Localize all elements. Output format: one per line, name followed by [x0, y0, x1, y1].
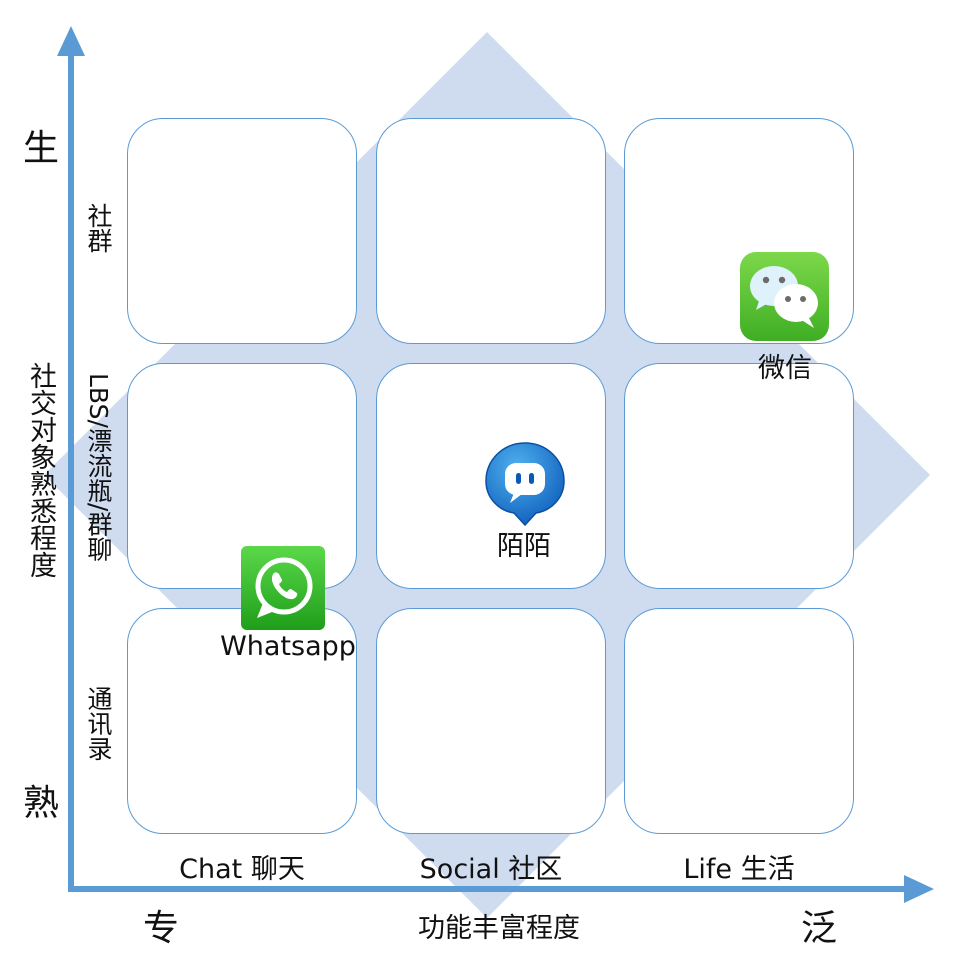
x-axis-title: 功能丰富程度 [418, 913, 580, 944]
cell-row2-col3 [624, 363, 854, 589]
row-label-contacts: 通讯录 [84, 686, 113, 761]
cell-row1-col2 [376, 118, 606, 344]
y-axis-arrow [57, 26, 85, 56]
column-label-chat: Chat 聊天 [179, 854, 305, 885]
wechat-label: 微信 [758, 353, 812, 384]
column-label-life: Life 生活 [683, 854, 795, 885]
column-label-social: Social 社区 [419, 854, 563, 885]
y-axis-title: 社交对象熟悉程度 [25, 362, 56, 578]
y-axis-bottom-label: 熟 [23, 783, 60, 824]
wechat-icon [740, 252, 829, 341]
cell-row3-col3 [624, 608, 854, 834]
whatsapp-label: Whatsapp [220, 631, 356, 662]
y-axis-top-label: 生 [23, 128, 60, 169]
whatsapp-icon [241, 546, 325, 630]
x-axis-left-label: 专 [143, 908, 180, 949]
momo-icon [485, 442, 565, 527]
momo-label: 陌陌 [497, 531, 551, 562]
x-axis-arrow [904, 875, 934, 903]
row-label-community: 社群 [84, 203, 113, 253]
cell-row3-col2 [376, 608, 606, 834]
cell-row1-col1 [127, 118, 357, 344]
x-axis-right-label: 泛 [801, 908, 838, 949]
row-label-lbs: LBS/漂流瓶/群聊 [84, 373, 113, 562]
